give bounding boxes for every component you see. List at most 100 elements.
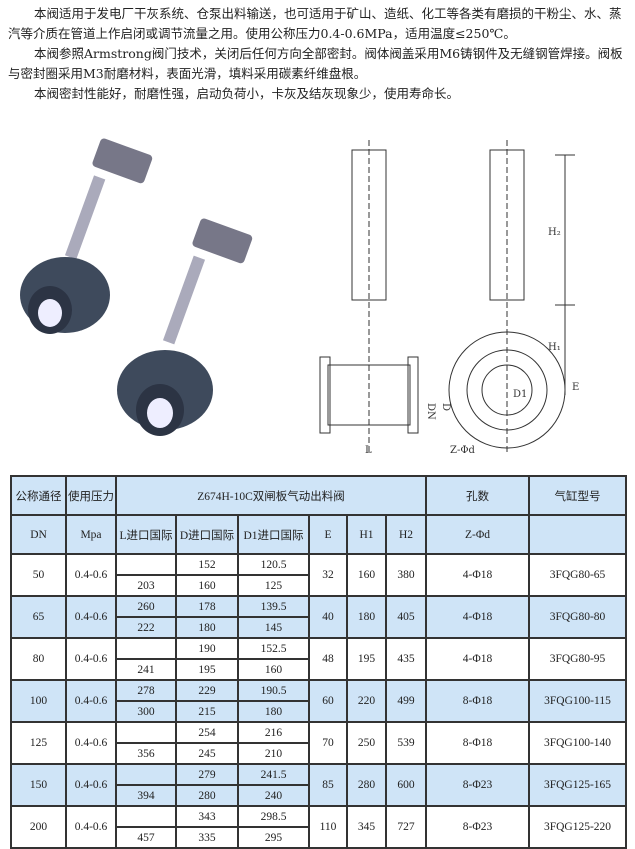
intro-paragraph-1: 本阀适用于发电厂干灰系统、仓泵出料输送，也可适用于矿山、造纸、化工等各类有磨损的… — [8, 6, 622, 41]
cell-d: 280 — [175, 784, 239, 807]
cell-holes: 8-Φ18 — [425, 679, 530, 723]
cell-l: 278 — [115, 679, 177, 702]
cell-holes: 4-Φ18 — [425, 595, 530, 639]
cell-d1: 139.5 — [237, 595, 310, 618]
cell-d1: 190.5 — [237, 679, 310, 702]
cell-h2: 499 — [385, 679, 427, 723]
cell-l: 260 — [115, 595, 177, 618]
cell-l: 356 — [115, 742, 177, 765]
cell-d1: 160 — [237, 658, 310, 681]
cell-d: 335 — [175, 826, 239, 849]
cell-e: 48 — [308, 637, 348, 681]
cell-h2: 435 — [385, 637, 427, 681]
cell-cyl: 3FQG80-95 — [528, 637, 627, 681]
header-dn-cn: 公称通径 — [10, 475, 67, 516]
cell-l — [115, 805, 177, 828]
intro-text: 本阀适用于发电厂干灰系统、仓泵出料输送，也可适用于矿山、造纸、化工等各类有磨损的… — [8, 4, 630, 104]
header-e: E — [308, 514, 348, 555]
cell-mpa: 0.4-0.6 — [65, 763, 117, 807]
cell-d1: 210 — [237, 742, 310, 765]
cell-dn: 50 — [10, 553, 67, 597]
cell-e: 110 — [308, 805, 348, 849]
cell-d1: 298.5 — [237, 805, 310, 828]
cell-d1: 152.5 — [237, 637, 310, 660]
cell-mpa: 0.4-0.6 — [65, 637, 117, 681]
cell-d: 195 — [175, 658, 239, 681]
cell-h1: 345 — [346, 805, 387, 849]
cell-dn: 125 — [10, 721, 67, 765]
header-dn: DN — [10, 514, 67, 555]
cell-d: 160 — [175, 574, 239, 597]
cell-d1: 120.5 — [237, 553, 310, 576]
cell-cyl: 3FQG100-140 — [528, 721, 627, 765]
cell-dn: 200 — [10, 805, 67, 849]
cell-mpa: 0.4-0.6 — [65, 679, 117, 723]
cell-h1: 250 — [346, 721, 387, 765]
cell-mpa: 0.4-0.6 — [65, 805, 117, 849]
header-holes: 孔数 — [425, 475, 530, 516]
cell-dn: 65 — [10, 595, 67, 639]
cell-l: 203 — [115, 574, 177, 597]
cell-e: 70 — [308, 721, 348, 765]
cell-d: 180 — [175, 616, 239, 639]
cell-mpa: 0.4-0.6 — [65, 721, 117, 765]
valve-photo-1 — [20, 138, 153, 334]
valve-dimension-drawing: H₂ H₁ DN D E L D1 Z-Φd — [319, 140, 579, 456]
cell-l — [115, 721, 177, 744]
cell-holes: 8-Φ23 — [425, 805, 530, 849]
cell-d: 215 — [175, 700, 239, 723]
cell-dn: 100 — [10, 679, 67, 723]
cell-e: 85 — [308, 763, 348, 807]
cell-e: 32 — [308, 553, 348, 597]
cell-h1: 180 — [346, 595, 387, 639]
header-cylinder: 气缸型号 — [528, 475, 627, 516]
cell-h1: 160 — [346, 553, 387, 597]
label-d: D — [440, 403, 451, 411]
header-l: L进口国际 — [115, 514, 177, 555]
cell-h1: 280 — [346, 763, 387, 807]
label-e: E — [572, 382, 579, 393]
cell-d1: 241.5 — [237, 763, 310, 786]
cell-cyl: 3FQG125-165 — [528, 763, 627, 807]
cell-d1: 240 — [237, 784, 310, 807]
cell-dn: 80 — [10, 637, 67, 681]
cell-cyl: 3FQG125-220 — [528, 805, 627, 849]
cell-e: 40 — [308, 595, 348, 639]
cell-d1: 145 — [237, 616, 310, 639]
cell-cyl: 3FQG80-80 — [528, 595, 627, 639]
header-d1: D1进口国际 — [237, 514, 310, 555]
header-d: D进口国际 — [175, 514, 239, 555]
label-z-phid: Z-Φd — [450, 445, 476, 456]
cell-l: 457 — [115, 826, 177, 849]
cell-cyl: 3FQG80-65 — [528, 553, 627, 597]
label-h1: H₁ — [548, 342, 561, 353]
cell-d: 178 — [175, 595, 239, 618]
cell-h2: 600 — [385, 763, 427, 807]
cell-holes: 8-Φ23 — [425, 763, 530, 807]
cell-d1: 295 — [237, 826, 310, 849]
cell-d: 152 — [175, 553, 239, 576]
cell-l — [115, 553, 177, 576]
cell-l — [115, 637, 177, 660]
cell-e: 60 — [308, 679, 348, 723]
cell-d: 279 — [175, 763, 239, 786]
label-d1: D1 — [513, 389, 527, 400]
label-dn: DN — [425, 403, 436, 420]
header-mpa: Mpa — [65, 514, 117, 555]
intro-paragraph-3: 本阀密封性能好，耐磨性强，启动负荷小，卡灰及结灰现象少，使用寿命长。 — [34, 86, 460, 101]
label-h2: H₂ — [548, 227, 561, 238]
valve-photos — [20, 138, 253, 436]
intro-paragraph-2: 本阀参照Armstrong阀门技术，关闭后任何方向全部密封。阀体阀盖采用M6铸钢… — [8, 46, 623, 81]
cell-l: 222 — [115, 616, 177, 639]
